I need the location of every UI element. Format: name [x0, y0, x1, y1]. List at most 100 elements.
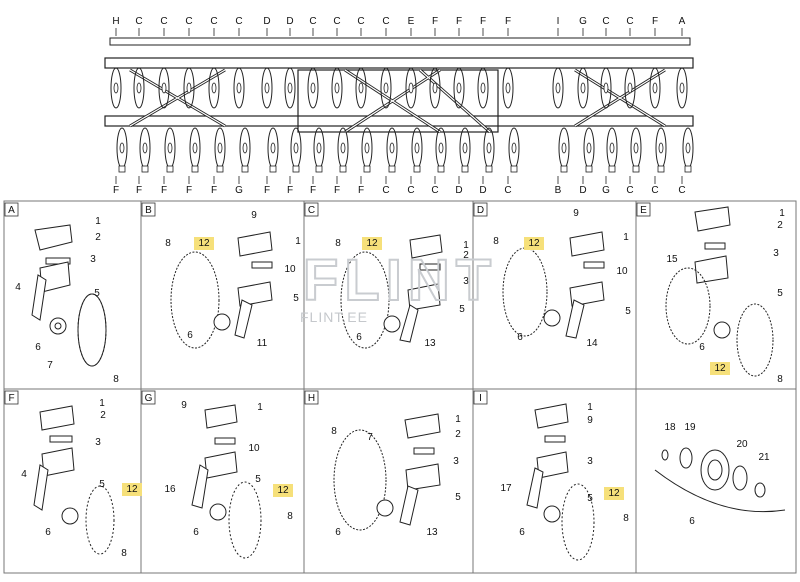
svg-text:5: 5: [455, 492, 461, 503]
top-position-label: F: [480, 16, 486, 27]
svg-text:4: 4: [15, 282, 21, 293]
part-callout: 5: [293, 293, 299, 304]
top-position-label: G: [579, 16, 587, 27]
svg-text:9: 9: [573, 208, 579, 219]
panel-letter: B: [145, 205, 152, 216]
hub-part-callout: 21: [758, 452, 770, 463]
svg-text:1: 1: [587, 402, 593, 413]
svg-text:2: 2: [463, 250, 469, 261]
svg-text:10: 10: [284, 264, 296, 275]
svg-text:6: 6: [45, 527, 51, 538]
top-position-label: C: [309, 16, 316, 27]
disc-bottom: [411, 127, 423, 173]
disc-bottom: [558, 127, 570, 173]
svg-text:6: 6: [335, 527, 341, 538]
svg-text:4: 4: [21, 469, 27, 480]
svg-text:5: 5: [587, 493, 593, 504]
part-callout: 3: [90, 254, 96, 265]
part-callout: 1: [623, 232, 629, 243]
panel-letter: E: [640, 205, 647, 216]
part-callout: 2: [777, 220, 783, 231]
part-callout: 1: [99, 398, 105, 409]
part-callout: 8: [777, 374, 783, 385]
top-position-label: F: [652, 16, 658, 27]
disc-bottom: [361, 127, 373, 173]
part-callout: 8: [493, 236, 499, 247]
svg-text:8: 8: [121, 548, 127, 559]
part-callout: 2: [455, 429, 461, 440]
svg-text:12: 12: [126, 484, 138, 495]
disc-bottom: [337, 127, 349, 173]
hub-part-callout: 19: [684, 422, 696, 433]
disc-bottom: [164, 127, 176, 173]
disc-top: [261, 67, 273, 109]
svg-text:FLINT: FLINT: [303, 248, 497, 313]
top-position-label: C: [210, 16, 217, 27]
top-position-label: C: [333, 16, 340, 27]
disc-top: [380, 67, 392, 109]
disc-bottom: [459, 127, 471, 173]
top-position-label: I: [557, 16, 560, 27]
bottom-position-label: F: [310, 185, 316, 196]
disc-top: [307, 67, 319, 109]
svg-text:3: 3: [90, 254, 96, 265]
part-callout: 7: [47, 360, 53, 371]
svg-text:2: 2: [777, 220, 783, 231]
panel-letter: C: [308, 205, 315, 216]
svg-text:7: 7: [47, 360, 53, 371]
bottom-position-label: C: [504, 185, 511, 196]
disc-bottom: [139, 127, 151, 173]
part-callout: 9: [181, 400, 187, 411]
bottom-position-label: C: [678, 185, 685, 196]
svg-text:1: 1: [257, 402, 263, 413]
svg-text:1: 1: [779, 208, 785, 219]
bottom-position-label: F: [287, 185, 293, 196]
svg-text:5: 5: [255, 474, 261, 485]
disc-top: [233, 67, 245, 109]
disc-top: [577, 67, 589, 109]
svg-text:9: 9: [181, 400, 187, 411]
svg-text:5: 5: [625, 306, 631, 317]
svg-text:12: 12: [198, 238, 210, 249]
svg-text:6: 6: [699, 342, 705, 353]
part-callout: 10: [248, 443, 260, 454]
svg-text:6: 6: [356, 332, 362, 343]
bottom-position-label: F: [161, 185, 167, 196]
disc-bottom: [313, 127, 325, 173]
bottom-position-label: F: [264, 185, 270, 196]
svg-text:6: 6: [517, 332, 523, 343]
svg-text:9: 9: [587, 415, 593, 426]
disc-top: [676, 67, 688, 109]
disc-top: [649, 67, 661, 109]
watermark: FLINT FLINT.EE: [300, 247, 497, 325]
svg-text:15: 15: [666, 254, 678, 265]
disc-top: [552, 67, 564, 109]
top-position-label: F: [505, 16, 511, 27]
top-position-label: C: [235, 16, 242, 27]
disc-bottom: [630, 127, 642, 173]
part-callout: 8: [121, 548, 127, 559]
panel-letter: D: [477, 205, 484, 216]
bottom-position-label: F: [358, 185, 364, 196]
bottom-position-label: D: [579, 185, 586, 196]
svg-text:2: 2: [95, 232, 101, 243]
svg-text:6: 6: [35, 342, 41, 353]
bottom-position-label: G: [235, 185, 243, 196]
part-callout: 5: [99, 479, 105, 490]
top-position-label: D: [286, 16, 293, 27]
top-position-label: H: [112, 16, 119, 27]
svg-text:8: 8: [335, 238, 341, 249]
disc-bottom: [583, 127, 595, 173]
svg-text:1: 1: [295, 236, 301, 247]
part-callout: 3: [463, 276, 469, 287]
part-callout: 8: [113, 374, 119, 385]
panel-letter: G: [145, 393, 153, 404]
part-callout: 12: [524, 237, 544, 250]
top-position-label: F: [456, 16, 462, 27]
bottom-position-label: F: [113, 185, 119, 196]
part-callout: 1: [587, 402, 593, 413]
bottom-position-label: F: [334, 185, 340, 196]
svg-text:3: 3: [773, 248, 779, 259]
part-callout: 12: [273, 484, 293, 497]
